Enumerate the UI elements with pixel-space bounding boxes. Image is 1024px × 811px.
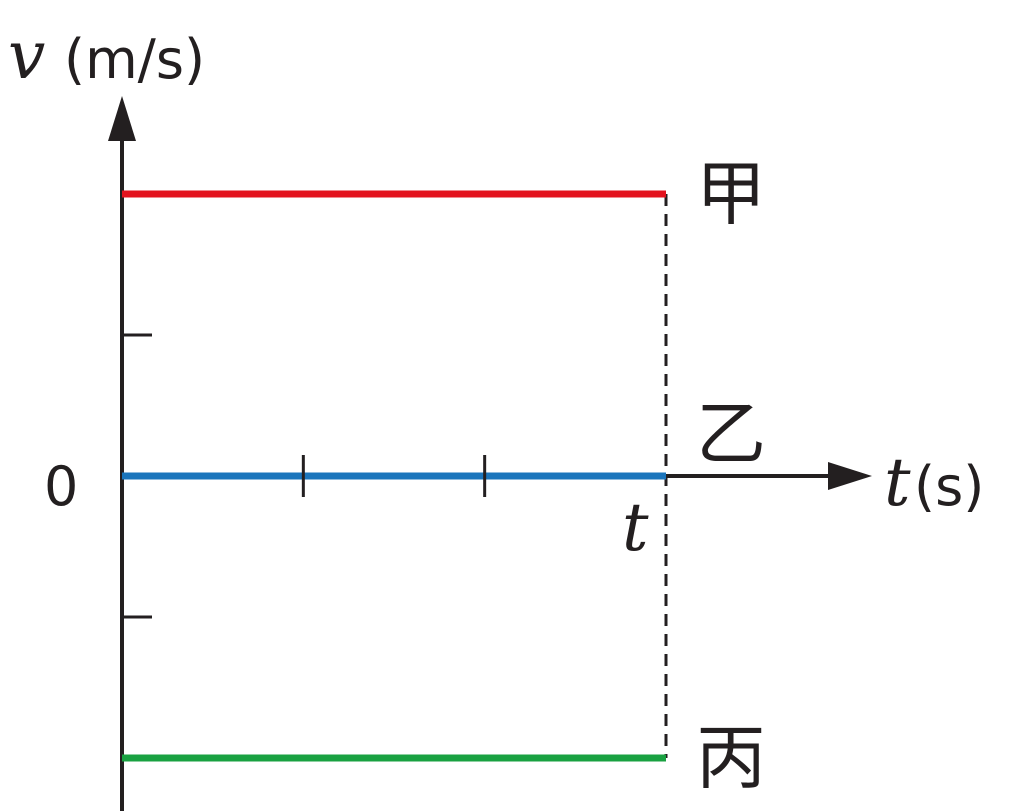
series-label-2: 丙 xyxy=(696,717,766,799)
tick-layer xyxy=(122,333,487,619)
x-axis-symbol: t xyxy=(884,444,911,521)
x-axis-unit: (s) xyxy=(914,455,984,518)
series-label-1: 乙 xyxy=(696,393,766,475)
origin-label: 0 xyxy=(44,455,78,518)
x-axis-arrowhead xyxy=(828,462,872,490)
x-marker-label: t xyxy=(622,489,649,566)
y-axis-unit: (m/s) xyxy=(64,28,205,91)
y-axis-symbol: v xyxy=(8,17,45,94)
y-axis-arrowhead xyxy=(108,96,136,141)
series-label-layer: 甲乙丙 xyxy=(696,153,766,799)
series-label-0: 甲 xyxy=(696,153,766,235)
series-layer xyxy=(122,190,666,762)
